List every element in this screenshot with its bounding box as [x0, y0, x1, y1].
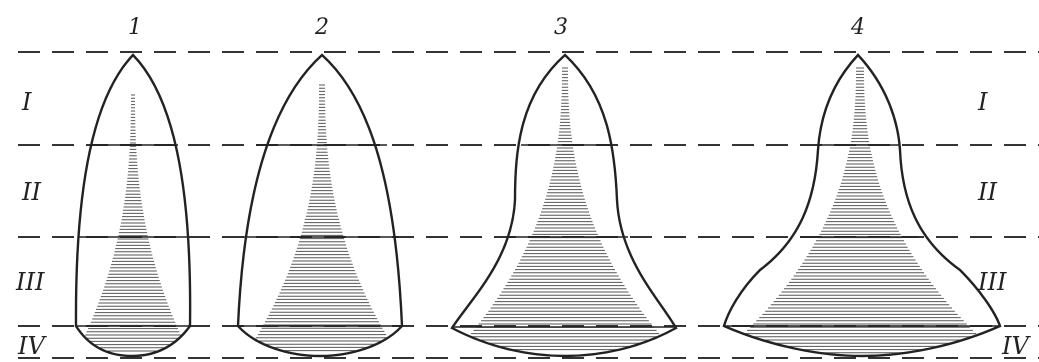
zone-label-right-1: I [977, 88, 988, 116]
zone-label-left-2: II [21, 178, 41, 206]
zone-label-right-4: IV [1001, 332, 1031, 360]
shape-3 [452, 55, 676, 356]
zone-label-right-2: II [977, 178, 997, 206]
zone-labels-right: I II III IV [977, 88, 1031, 360]
shape-number-3: 3 [554, 15, 568, 40]
zone-label-left-1: I [21, 88, 32, 116]
shape-2 [238, 55, 402, 356]
shape-1 [76, 55, 190, 356]
zone-label-right-3: III [977, 268, 1007, 296]
shape-number-2: 2 [314, 15, 329, 40]
zone-label-left-3: III [15, 268, 45, 296]
shape-2-hatching [248, 85, 396, 351]
shape-1-outline [76, 55, 190, 356]
shape-4-hatching [723, 68, 996, 353]
shape-number-1: 1 [128, 15, 142, 40]
shape-4 [723, 55, 1000, 356]
shape-number-4: 4 [850, 15, 865, 40]
zone-label-left-4: IV [17, 332, 47, 360]
zone-labels-left: I II III IV [15, 88, 47, 360]
shape-numbers: 1 2 3 4 [128, 15, 865, 40]
shape-2-outline [238, 55, 402, 356]
shape-3-hatching [457, 68, 673, 350]
